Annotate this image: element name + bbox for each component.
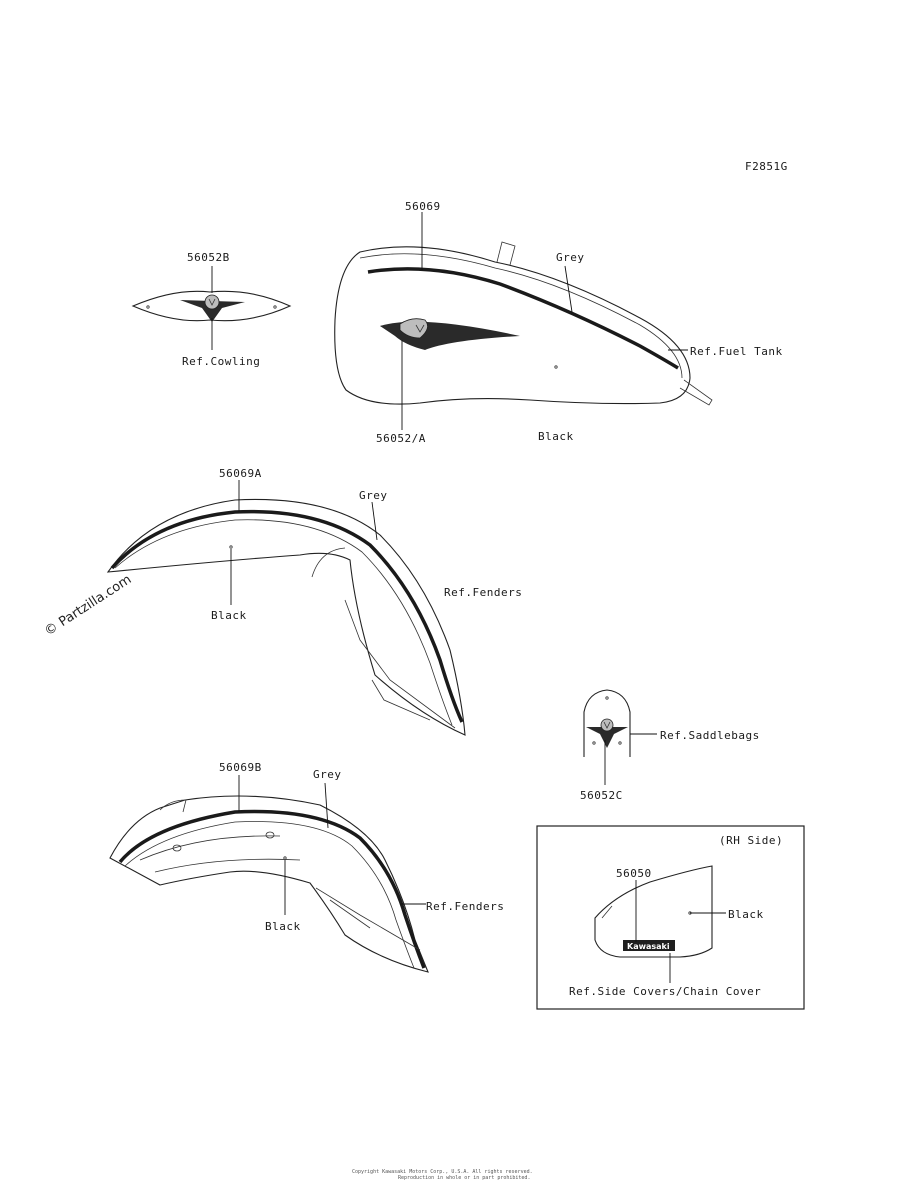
saddlebag-part-number: 56052C	[580, 789, 623, 802]
cowling-part-number: 56052B	[187, 251, 230, 264]
rear-fender-grey-label: Grey	[313, 768, 342, 781]
tank-black-label: Black	[538, 430, 574, 443]
kawasaki-badge-text: Kawasaki	[627, 942, 670, 951]
footer-line-2: Reproduction in whole or in part prohibi…	[398, 1175, 530, 1181]
rear-fender-grey-leader	[324, 782, 329, 829]
front-fender-black-label: Black	[211, 609, 247, 622]
front-fender-group: 56069A Grey Black Ref.Fenders	[106, 467, 522, 736]
side-cover-black-label: Black	[728, 908, 764, 921]
rear-fender-part-number: 56069B	[219, 761, 262, 774]
front-fender-ref-label: Ref.Fenders	[444, 586, 522, 599]
side-cover-part-number: 56050	[616, 867, 652, 880]
kawasaki-badge	[623, 940, 675, 951]
side-cover-frame	[536, 825, 805, 1010]
front-fender-outline	[106, 498, 466, 736]
cowling-emblem-plate	[131, 290, 292, 322]
tank-emblem-part-number: 56052/A	[376, 432, 426, 445]
fuel-tank-group: 56069 56052/A Grey Black Ref.Fuel Tank	[334, 200, 783, 445]
tank-grey-label: Grey	[556, 251, 585, 264]
rear-fender-ref-label: Ref.Fenders	[426, 900, 504, 913]
side-cover-group: (RH Side) Kawasaki 56050 Black Ref.Side …	[536, 825, 805, 1010]
front-fender-grey-leader	[371, 501, 378, 541]
rear-fender-outline	[109, 795, 429, 973]
cowling-emblem-group: 56052B Ref.Cowling	[131, 251, 292, 368]
saddlebag-ref-label: Ref.Saddlebags	[660, 729, 760, 742]
fuel-tank-outline	[334, 246, 691, 405]
saddlebag-emblem-group: 56052C Ref.Saddlebags	[580, 689, 760, 802]
figure-code: F2851G	[745, 160, 788, 173]
front-fender-stripe	[110, 509, 464, 723]
cowling-ref-label: Ref.Cowling	[182, 355, 260, 368]
rear-fender-group: 56069B Grey Black Ref.Fenders	[109, 761, 504, 973]
footer-line-1: Copyright Kawasaki Motors Corp., U.S.A. …	[352, 1169, 533, 1175]
tank-part-number: 56069	[405, 200, 441, 213]
tank-grey-leader	[564, 265, 573, 313]
side-cover-side-note: (RH Side)	[719, 834, 783, 847]
rear-fender-stripe	[118, 809, 426, 969]
front-fender-part-number: 56069A	[219, 467, 262, 480]
watermark: © Partzilla.com	[42, 572, 134, 639]
saddlebag-emblem-plate	[583, 689, 631, 757]
side-cover-ref-label: Ref.Side Covers/Chain Cover	[569, 985, 761, 998]
fuel-tank-stripe	[367, 267, 679, 370]
tank-ref-label: Ref.Fuel Tank	[690, 345, 783, 358]
rear-fender-black-label: Black	[265, 920, 301, 933]
side-cover-outline	[594, 865, 713, 958]
front-fender-grey-label: Grey	[359, 489, 388, 502]
